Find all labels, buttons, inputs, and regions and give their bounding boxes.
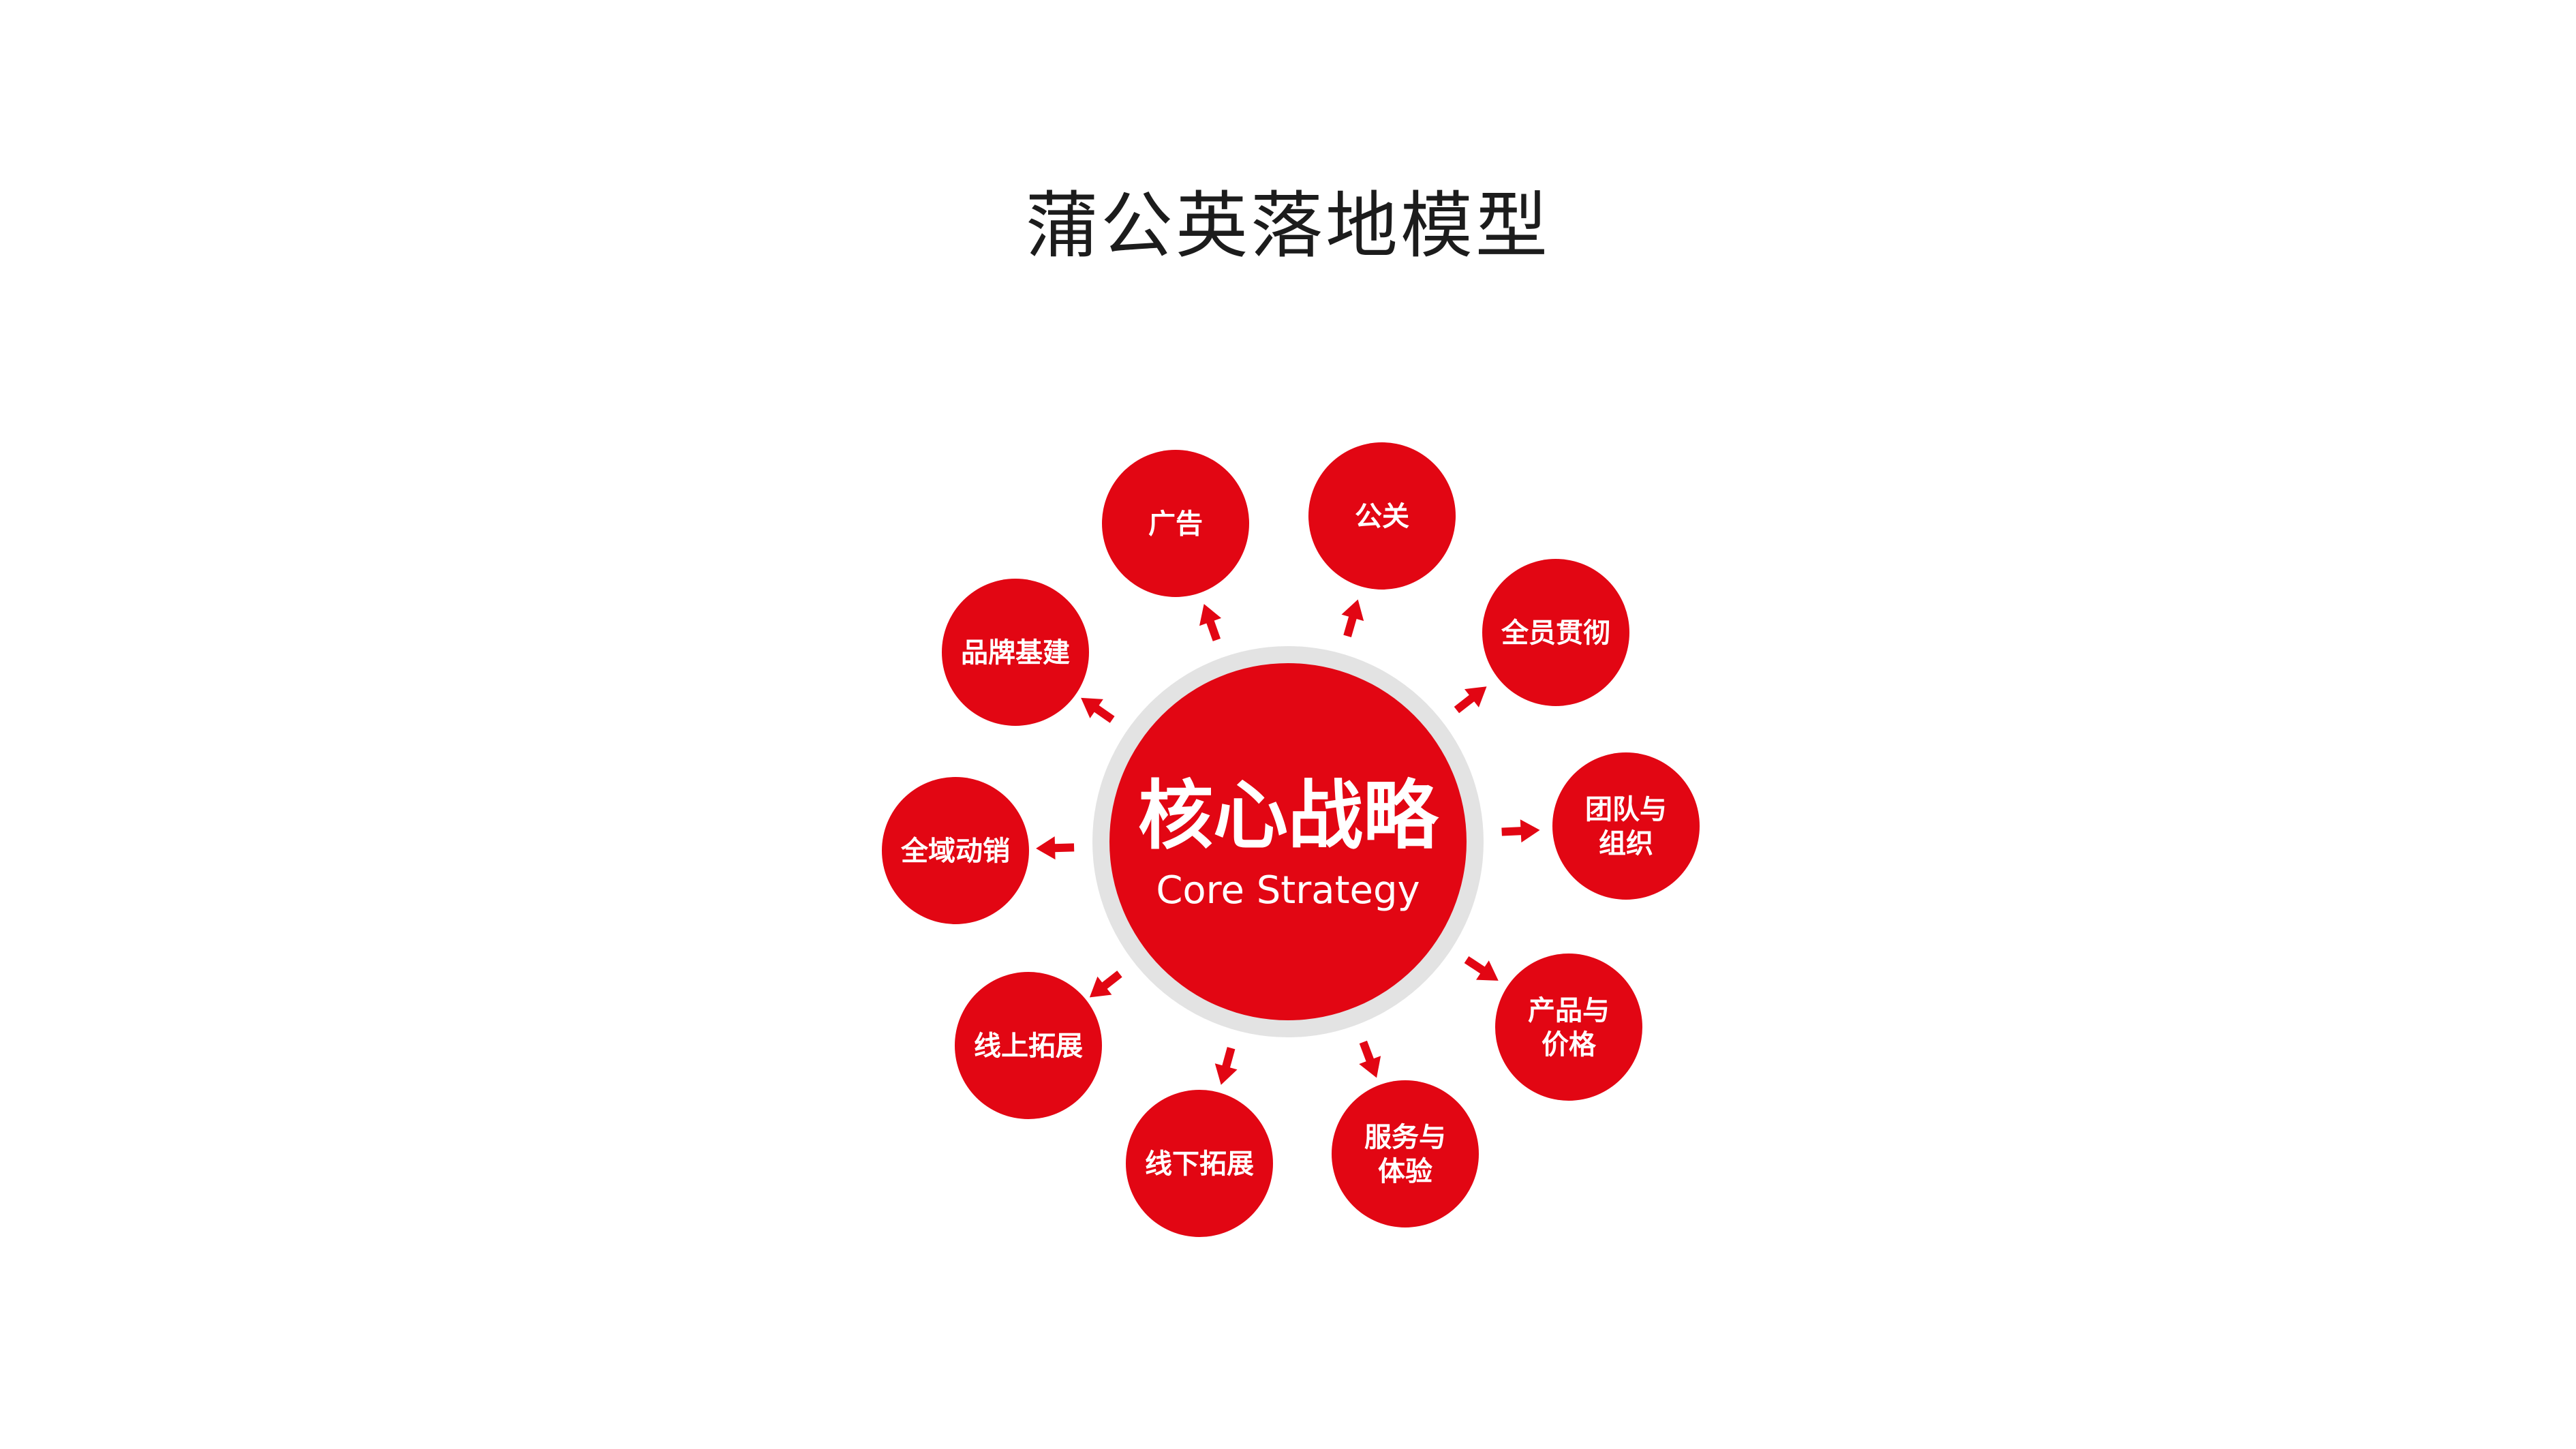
node-circle [1102,450,1249,597]
arrow-to-guanggao [1199,604,1222,641]
node-circle [1308,442,1456,590]
arrow-head [1359,1056,1381,1078]
arrow-shaft [1359,1040,1375,1063]
arrow-head [1036,836,1056,860]
arrow-shaft [1343,615,1358,637]
arrow-head [1089,976,1112,998]
node-pinpai: 品牌基建 [942,579,1089,726]
arrow-to-quanyu [1036,836,1075,860]
arrow-shaft [1093,704,1115,723]
node-label: 产品与 [1528,995,1610,1026]
arrow-head [1199,604,1222,626]
arrow-head [1214,1063,1238,1085]
arrow-to-chanpin [1464,956,1499,981]
arrow-shaft [1454,694,1475,714]
page-title: 蒲公英落地模型 [1026,184,1550,268]
arrow-to-xianshang [1089,971,1122,998]
arrow-head [1520,819,1540,843]
arrow-head [1465,686,1487,707]
arrow-shaft [1501,827,1522,836]
node-xianxia: 线下拓展 [1126,1090,1273,1237]
core-subtitle: Core Strategy [1156,868,1420,913]
node-label: 价格 [1542,1029,1597,1061]
node-label: 体验 [1378,1156,1432,1187]
arrow-head [1476,960,1499,981]
core-circle [1109,663,1467,1020]
node-label: 品牌基建 [961,637,1070,669]
arrow-shaft [1206,619,1221,641]
nodes-layer: 广告公关全员贯彻团队与组织产品与价格服务与体验线下拓展线上拓展全域动销品牌基建 [882,442,1700,1237]
node-circle [955,972,1102,1119]
node-gongguan: 公关 [1308,442,1456,590]
node-label: 团队与 [1585,794,1667,825]
node-circle [1482,559,1629,706]
node-label: 全域动销 [900,836,1010,867]
arrow-to-pinpai [1081,697,1115,723]
node-label: 广告 [1148,508,1203,540]
arrow-shaft [1221,1047,1236,1069]
node-circle [1495,954,1642,1101]
node-label: 全员贯彻 [1501,617,1610,649]
node-guanggao: 广告 [1102,450,1249,597]
node-label: 组织 [1599,828,1653,859]
arrows-layer [1036,599,1540,1085]
arrow-to-xianxia [1214,1047,1238,1085]
node-circle [1552,752,1700,900]
node-circle [1332,1080,1479,1227]
node-label: 线上拓展 [974,1031,1083,1062]
core-title: 核心战略 [1138,772,1439,859]
arrow-shaft [1464,956,1486,975]
arrow-to-tuandui [1501,819,1540,843]
arrow-shaft [1101,971,1122,990]
node-quanyuan: 全员贯彻 [1482,559,1629,706]
node-label: 线下拓展 [1145,1148,1254,1180]
node-label: 服务与 [1364,1122,1446,1153]
arrow-to-quanyuan [1454,686,1487,714]
node-quanyu: 全域动销 [882,777,1029,924]
arrow-to-gongguan [1341,599,1364,637]
node-circle [882,777,1029,924]
node-xianshang: 线上拓展 [955,972,1102,1119]
node-label: 公关 [1355,501,1409,532]
node-circle [942,579,1089,726]
arrow-head [1341,599,1364,622]
arrow-to-fuwu [1359,1040,1381,1078]
arrow-head [1081,697,1103,718]
node-circle [1126,1090,1273,1237]
arrow-shaft [1053,843,1075,853]
core-strategy-hub: 核心战略 Core Strategy [1092,646,1484,1037]
